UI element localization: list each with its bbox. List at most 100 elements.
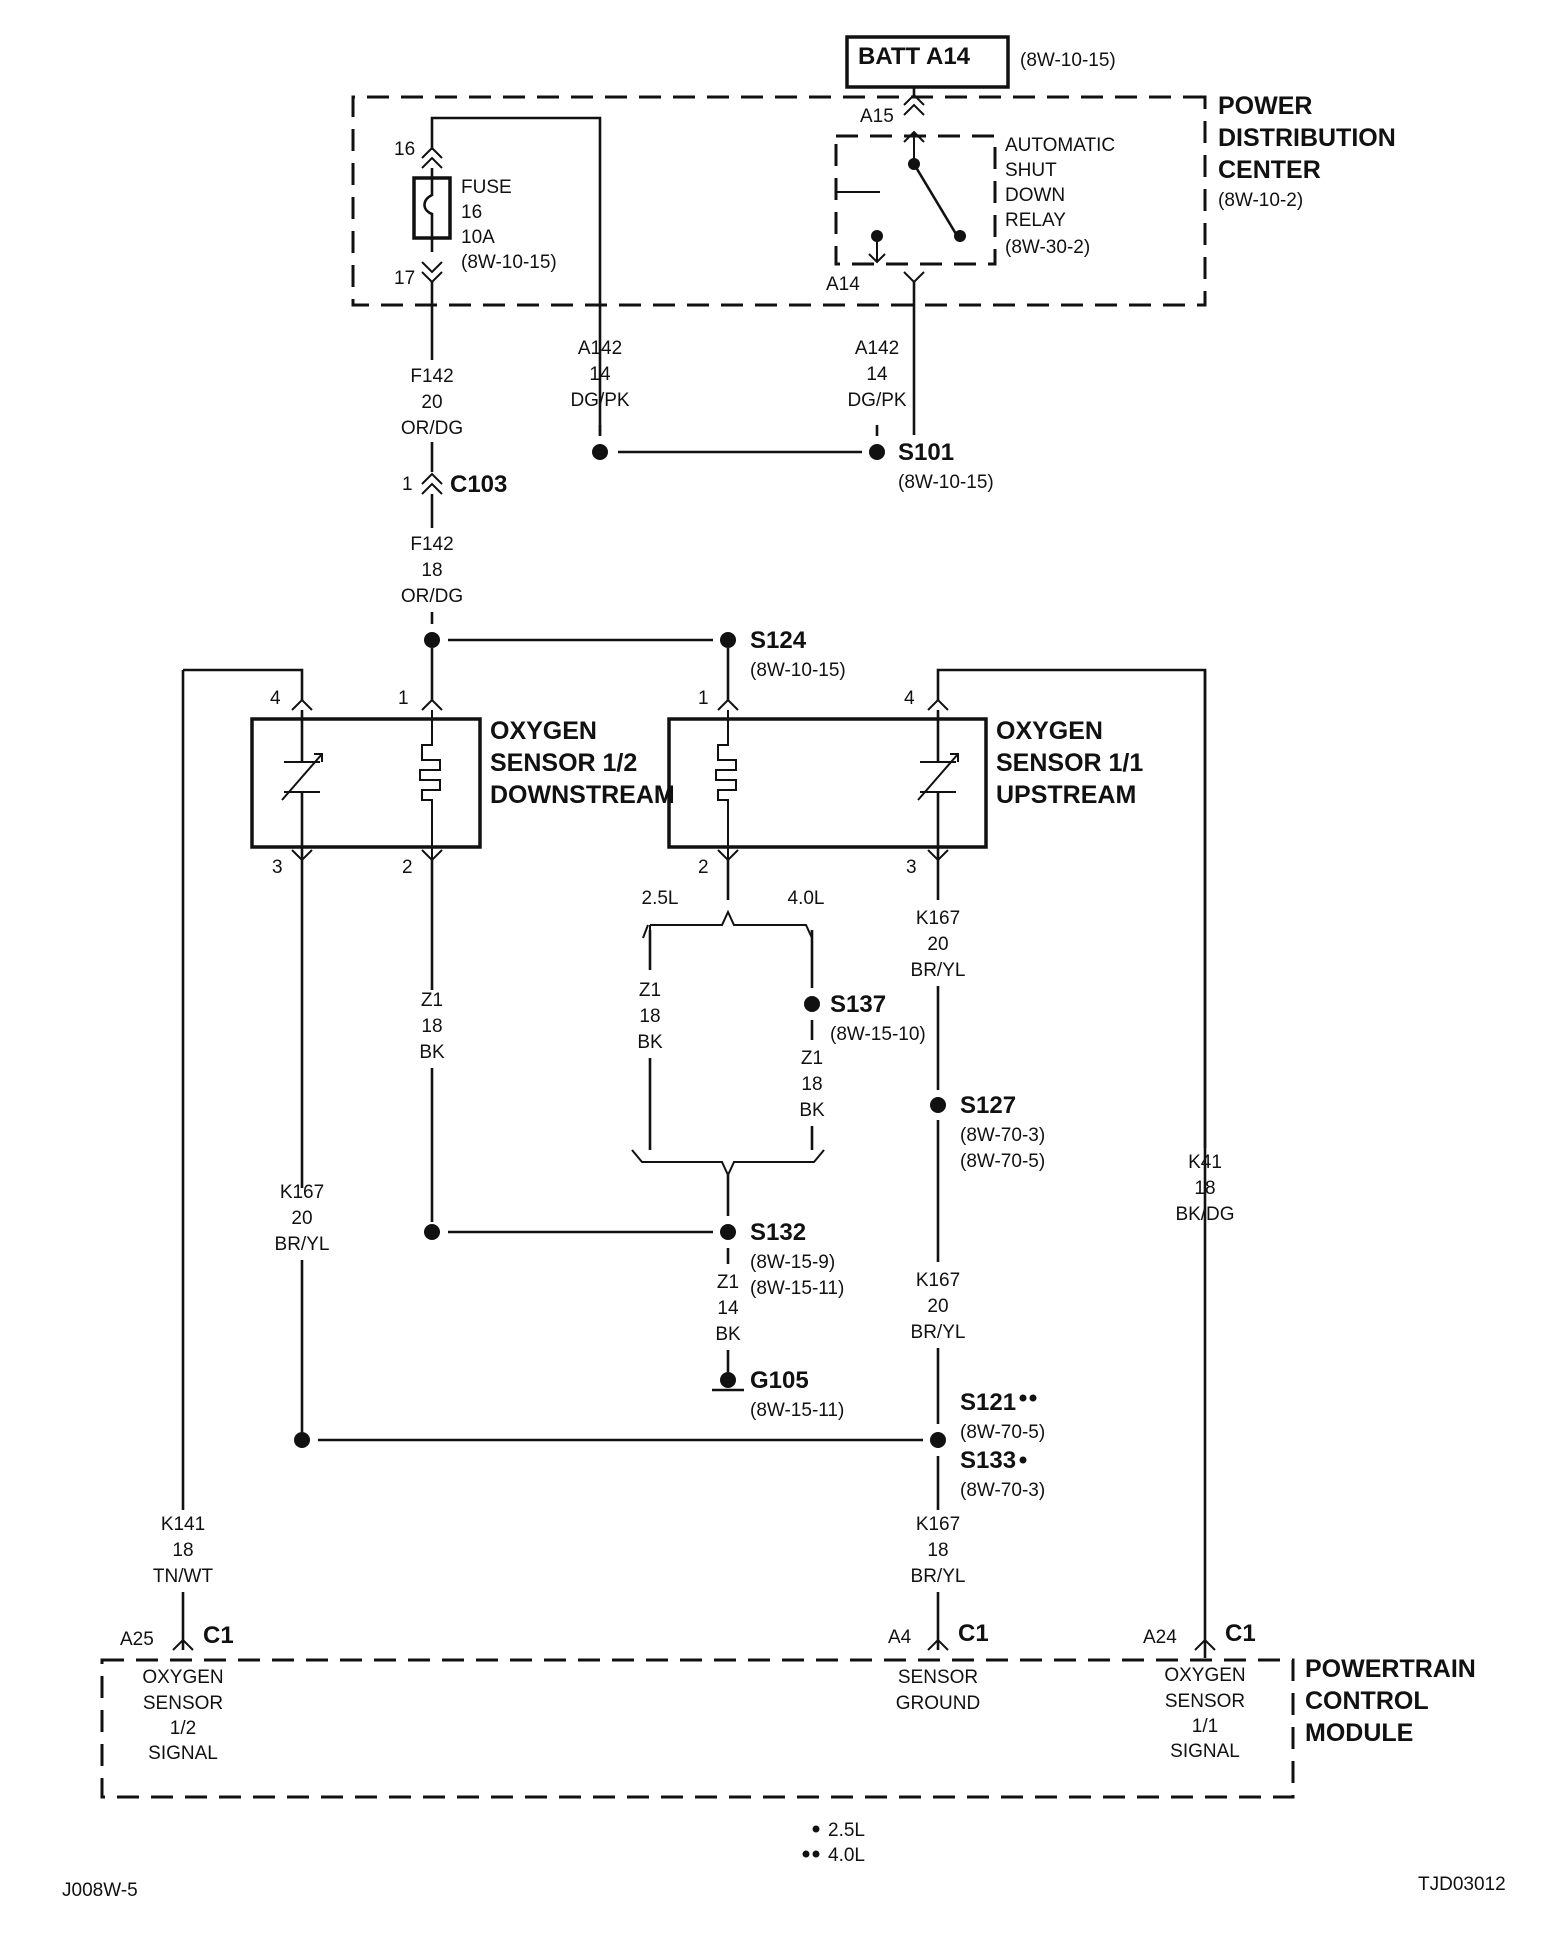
ds-pin-3: 3 xyxy=(272,857,283,878)
batt-ref: (8W-10-15) xyxy=(1020,50,1116,71)
s124-name: S124 xyxy=(750,627,807,654)
a142-right-2: 14 xyxy=(866,364,888,385)
legend-4-0l: 4.0L xyxy=(828,1845,865,1866)
footer-right-code: TJD03012 xyxy=(1418,1874,1506,1895)
k167-left-2: 20 xyxy=(291,1208,312,1229)
s127-name: S127 xyxy=(960,1092,1016,1119)
ds-title-2: SENSOR 1/2 xyxy=(490,749,637,777)
ds-pin-1: 1 xyxy=(398,688,409,709)
a142-left-2: 14 xyxy=(589,364,611,385)
variable-resistor-icon xyxy=(281,753,323,801)
variable-resistor-icon xyxy=(917,753,959,801)
pcm-right-3: 1/1 xyxy=(1192,1716,1218,1737)
f142-20-2: 20 xyxy=(421,392,442,413)
f142-20-3: OR/DG xyxy=(401,418,463,439)
legend-double-dot-2 xyxy=(812,1850,820,1858)
fuse-pin-top: 16 xyxy=(394,139,415,160)
k167-left-1: K167 xyxy=(280,1182,324,1203)
k41-1: K41 xyxy=(1188,1152,1222,1173)
relay-line-1: AUTOMATIC xyxy=(1005,135,1115,156)
powertrain-control-module: A25 C1 A4 C1 A24 C1 OXYGEN SENSOR 1/2 SI… xyxy=(100,1620,1476,1799)
s121-dot xyxy=(930,1432,946,1448)
c1-mid-pin: A4 xyxy=(888,1627,912,1648)
footer-left-code: J008W-5 xyxy=(62,1880,138,1901)
pcm-title-3: MODULE xyxy=(1305,1719,1413,1747)
a142-right-3: DG/PK xyxy=(847,390,906,411)
c1-right-name: C1 xyxy=(1225,1620,1256,1647)
k41-3: BK/DG xyxy=(1175,1204,1234,1225)
ds-pin-2: 2 xyxy=(402,857,413,878)
heater-element-icon xyxy=(419,710,441,860)
pcm-left-3: 1/2 xyxy=(170,1718,196,1739)
power-distribution-center: POWER DISTRIBUTION CENTER (8W-10-2) xyxy=(351,92,1396,307)
f142-20-1: F142 xyxy=(410,366,453,387)
s132-ref-1: (8W-15-9) xyxy=(750,1252,835,1273)
batt-a14: BATT A14 (8W-10-15) xyxy=(845,35,1116,89)
k167-left-3: BR/YL xyxy=(275,1234,330,1255)
pcm-left-2: SENSOR xyxy=(143,1693,223,1714)
k167-18-1: K167 xyxy=(916,1514,960,1535)
z1-14-3: BK xyxy=(715,1324,741,1345)
pcm-right-4: SIGNAL xyxy=(1170,1741,1240,1762)
z1-25l-1: Z1 xyxy=(639,980,661,1001)
relay-line-3: DOWN xyxy=(1005,185,1065,206)
relay-line-2: SHUT xyxy=(1005,160,1057,181)
lower-wires: K141 18 TN/WT K167 20 BR/YL Z1 18 BK 2.5… xyxy=(153,670,1235,1650)
pcm-mid-1: SENSOR xyxy=(898,1667,978,1688)
z1-14-2: 14 xyxy=(717,1298,739,1319)
s132-dot xyxy=(720,1224,736,1240)
fuse-line-3: 10A xyxy=(461,227,495,248)
fuse-16: 16 17 FUSE 16 10A (8W-10-15) xyxy=(394,116,602,435)
s132-ref-2: (8W-15-11) xyxy=(750,1278,844,1299)
ground-icon xyxy=(720,1372,736,1388)
a142-left-3: DG/PK xyxy=(570,390,629,411)
ds-title-3: DOWNSTREAM xyxy=(490,781,675,809)
fuse-line-4: (8W-10-15) xyxy=(461,252,557,273)
pcm-mid-2: GROUND xyxy=(896,1693,980,1714)
c1-mid-name: C1 xyxy=(958,1620,989,1647)
pdc-title-3: CENTER xyxy=(1218,156,1321,184)
pcm-left-1: OXYGEN xyxy=(142,1667,223,1688)
legend-double-dot-1 xyxy=(802,1850,810,1858)
option-left: 2.5L xyxy=(642,888,679,909)
f142-18-1: F142 xyxy=(410,534,453,555)
pcm-left-4: SIGNAL xyxy=(148,1743,218,1764)
fuse-line-2: 16 xyxy=(461,202,482,223)
fuse-element-icon xyxy=(423,178,434,238)
s127-dot xyxy=(930,1097,946,1113)
pcm-right-2: SENSOR xyxy=(1165,1691,1245,1712)
pcm-right-1: OXYGEN xyxy=(1164,1665,1245,1686)
ds-title-1: OXYGEN xyxy=(490,717,597,745)
heater-element-icon xyxy=(715,710,737,860)
k167-lower-1: K167 xyxy=(916,1270,960,1291)
c1-left-name: C1 xyxy=(203,1622,234,1649)
c103-name: C103 xyxy=(450,471,507,498)
legend-2-5l: 2.5L xyxy=(828,1820,865,1841)
asd-relay: A15 A14 AUTOMATIC SHUT DOWN RELAY (8W-30… xyxy=(826,87,1115,435)
pcm-title-2: CONTROL xyxy=(1305,1687,1429,1715)
s124-ref: (8W-10-15) xyxy=(750,660,846,681)
us-pin-3: 3 xyxy=(906,857,917,878)
g105-name: G105 xyxy=(750,1367,809,1394)
z1-25l-2: 18 xyxy=(639,1006,660,1027)
legend-single-dot xyxy=(812,1825,820,1833)
z1-40l-1: Z1 xyxy=(801,1048,823,1069)
z1-40l-2: 18 xyxy=(801,1074,822,1095)
k167-upper-3: BR/YL xyxy=(911,960,966,981)
legend: 2.5L 4.0L xyxy=(802,1820,865,1866)
relay-line-4: RELAY xyxy=(1005,210,1066,231)
s101-left-dot xyxy=(592,444,608,460)
s101-name: S101 xyxy=(898,439,954,466)
option-right: 4.0L xyxy=(788,888,825,909)
pdc-ref: (8W-10-2) xyxy=(1218,190,1303,211)
s132-left-dot xyxy=(424,1224,440,1240)
k167-upper-1: K167 xyxy=(916,908,960,929)
k141-1: K141 xyxy=(161,1514,205,1535)
c1-left-pin: A25 xyxy=(120,1629,154,1650)
f142-18-2: 18 xyxy=(421,560,442,581)
s121-name: S121 xyxy=(960,1389,1016,1416)
s133-name: S133 xyxy=(960,1447,1016,1474)
k167-lower-3: BR/YL xyxy=(911,1322,966,1343)
pcm-title-1: POWERTRAIN xyxy=(1305,1655,1476,1683)
